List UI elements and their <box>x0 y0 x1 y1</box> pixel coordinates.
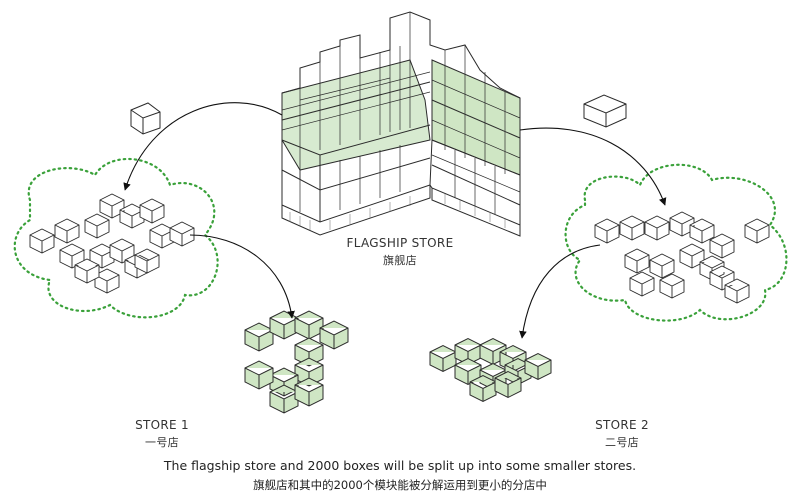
cloud1-box <box>99 193 125 219</box>
store1-module-assembly <box>244 310 349 414</box>
store2-module <box>524 352 552 381</box>
cloud1-box <box>94 268 120 294</box>
cloud1-box <box>84 213 110 239</box>
store1-module <box>244 322 274 352</box>
cloud1-box <box>169 221 195 247</box>
flagship-label-zh: 旗舰店 <box>383 254 417 267</box>
store1-module <box>269 384 299 414</box>
caption: The flagship store and 2000 boxes will b… <box>0 458 800 493</box>
cloud2-box <box>644 215 670 241</box>
cloud1-box <box>29 228 55 254</box>
arrow-cloud2-to-store2 <box>519 244 601 339</box>
cloud2-box <box>724 278 750 304</box>
arrow-flagship-to-cloud2 <box>519 127 667 206</box>
cloud1-box <box>59 243 85 269</box>
cloud1-box <box>139 198 165 224</box>
store1-module <box>319 320 349 350</box>
cloud2-box <box>669 211 695 237</box>
arrow-flagship-to-cloud1 <box>123 102 283 191</box>
store2-module <box>429 344 457 373</box>
store1-module <box>269 310 299 340</box>
store2-module-assembly <box>429 337 552 403</box>
floating-box-right <box>583 94 627 128</box>
cloud2-box <box>744 218 770 244</box>
flagship-label-en: FLAGSHIP STORE <box>346 236 454 250</box>
cloud2-box <box>619 215 645 241</box>
floating-box-left <box>130 102 161 135</box>
cloud1-box <box>119 203 145 229</box>
cloud2-box <box>594 218 620 244</box>
caption-zh: 旗舰店和其中的2000个模块能被分解运用到更小的分店中 <box>253 478 547 492</box>
cloud2-box <box>689 218 715 244</box>
store1-label: STORE 1 一号店 <box>112 418 212 450</box>
cloud2-box <box>629 271 655 297</box>
cloud2-box <box>649 253 675 279</box>
cloud2-box <box>659 273 685 299</box>
store1-label-en: STORE 1 <box>135 418 189 432</box>
store2-module <box>469 374 497 403</box>
store1-box-cloud <box>13 157 219 319</box>
store1-module <box>294 377 324 407</box>
caption-en: The flagship store and 2000 boxes will b… <box>163 458 637 473</box>
cloud1-box <box>54 218 80 244</box>
store2-box-cloud <box>564 163 788 322</box>
store1-module <box>294 310 324 340</box>
cloud2-box <box>624 248 650 274</box>
store1-module <box>244 360 274 390</box>
store2-label: STORE 2 二号店 <box>572 418 672 450</box>
flagship-store-building <box>281 11 521 237</box>
cloud1-box <box>74 258 100 284</box>
flagship-store-label: FLAGSHIP STORE 旗舰店 <box>320 236 480 268</box>
cloud2-box <box>709 233 735 259</box>
cloud1-box <box>109 238 135 264</box>
store1-module <box>294 337 324 367</box>
store2-label-zh: 二号店 <box>605 436 639 449</box>
cloud1-box <box>134 248 160 274</box>
store2-module <box>454 357 482 386</box>
arrow-cloud1-to-store1 <box>189 234 295 319</box>
store1-label-zh: 一号店 <box>145 436 179 449</box>
store2-label-en: STORE 2 <box>595 418 649 432</box>
store2-module <box>494 370 522 399</box>
